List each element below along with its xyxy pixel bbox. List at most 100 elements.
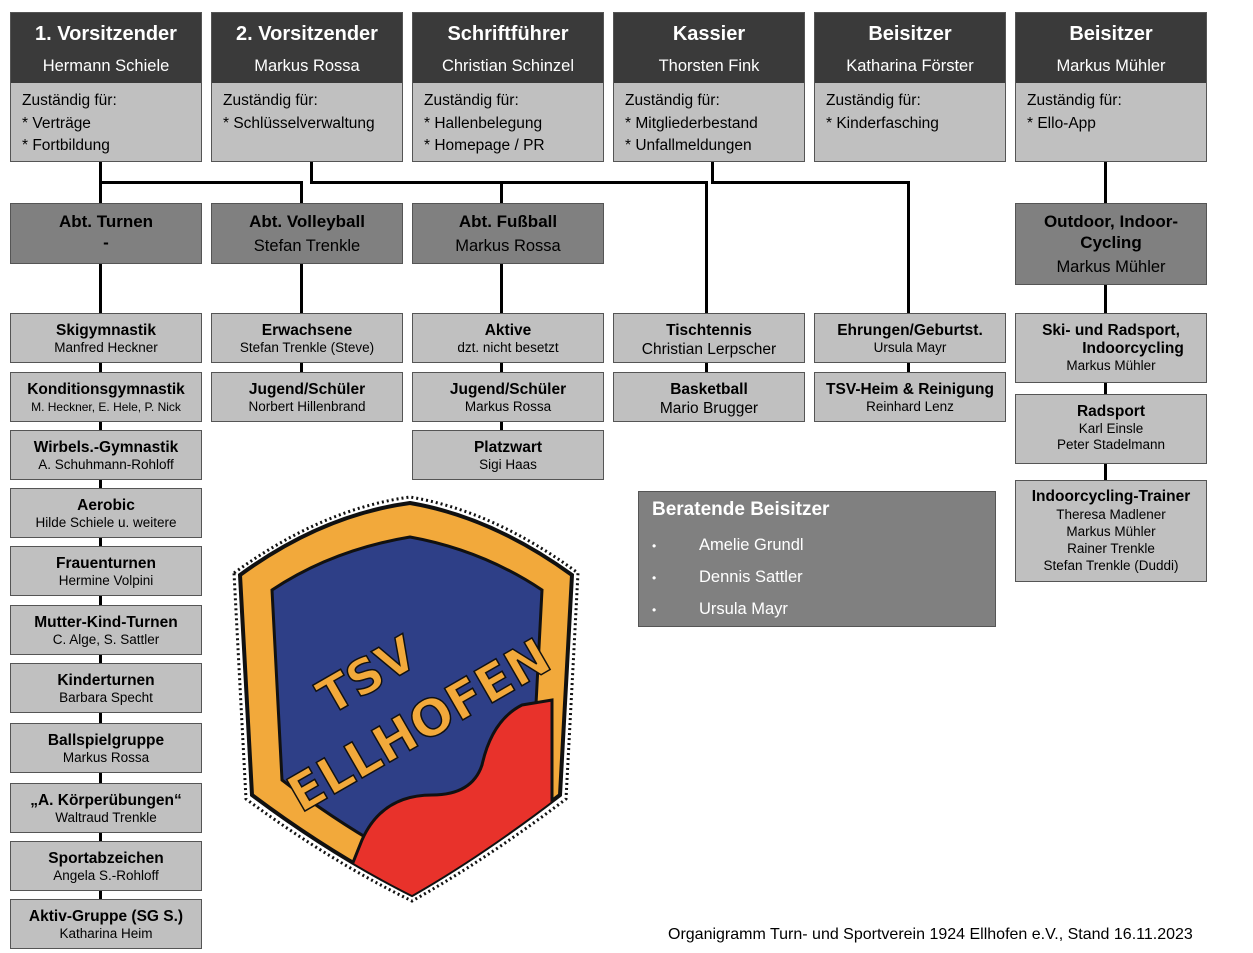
- connector-line: [500, 263, 503, 314]
- board-role: 2. Vorsitzender: [236, 23, 378, 45]
- department-person: Markus Rossa: [455, 237, 561, 255]
- responsibility-label: Zuständig für:: [826, 92, 921, 109]
- group-person: Markus Mühler: [1066, 358, 1156, 373]
- group-kinderturnen: Kinderturnen Barbara Specht: [10, 663, 202, 713]
- group-person: dzt. nicht besetzt: [457, 340, 559, 355]
- group-person: Hilde Schiele u. weitere: [35, 515, 177, 530]
- group-person: Karl Einsle: [1078, 421, 1144, 436]
- group-tischtennis: Tischtennis Christian Lerpscher: [613, 313, 805, 363]
- group-radsport: Radsport Karl Einsle Peter Stadelmann: [1015, 394, 1207, 464]
- advisory-title: Beratende Beisitzer: [652, 499, 830, 520]
- department-volleyball: Abt. Volleyball Stefan Trenkle: [211, 203, 403, 264]
- connector-line: [711, 181, 910, 184]
- responsibility-label: Zuständig für:: [223, 92, 318, 109]
- group-title: Ehrungen/Geburtst.: [837, 322, 983, 339]
- board-header: Kassier Thorsten Fink: [614, 13, 804, 83]
- group-title: Sportabzeichen: [48, 850, 164, 867]
- connector-line: [99, 263, 102, 314]
- bullet-icon: •: [652, 602, 657, 617]
- group-fussball-jugend: Jugend/Schüler Markus Rossa: [412, 372, 604, 422]
- group-person: Norbert Hillenbrand: [248, 399, 366, 414]
- group-koerperuebungen: „A. Körperübungen“ Waltraud Trenkle: [10, 783, 202, 833]
- responsibility-label: Zuständig für:: [625, 92, 720, 109]
- group-title: Frauenturnen: [56, 555, 156, 572]
- department-person: Markus Mühler: [1056, 258, 1166, 276]
- group-person: Christian Lerpscher: [641, 341, 777, 358]
- department-fussball: Abt. Fußball Markus Rossa: [412, 203, 604, 264]
- duty: * Verträge: [22, 114, 91, 132]
- department-person: Stefan Trenkle: [253, 237, 361, 255]
- group-frauenturnen: Frauenturnen Hermine Volpini: [10, 546, 202, 596]
- advisory-member-name: Dennis Sattler: [699, 568, 803, 586]
- board-member-1: 1. Vorsitzender Hermann Schiele Zuständi…: [10, 12, 202, 162]
- connector-line: [907, 360, 910, 374]
- connector-line: [99, 181, 302, 184]
- group-title: Wirbels.-Gymnastik: [33, 439, 179, 456]
- board-member-4: Kassier Thorsten Fink Zuständig für: * M…: [613, 12, 805, 162]
- board-person: Katharina Förster: [846, 57, 974, 75]
- group-aerobic: Aerobic Hilde Schiele u. weitere: [10, 488, 202, 538]
- group-person: Angela S.-Rohloff: [53, 868, 159, 883]
- duty: * Unfallmeldungen: [625, 137, 752, 154]
- board-header: Beisitzer Katharina Förster: [815, 13, 1005, 83]
- connector-line: [711, 161, 714, 184]
- group-wirbelsaeulengymnastik: Wirbels.-Gymnastik A. Schuhmann-Rohloff: [10, 430, 202, 480]
- group-volleyball-jugend: Jugend/Schüler Norbert Hillenbrand: [211, 372, 403, 422]
- connector-line: [300, 360, 303, 374]
- department-title: Abt. Fußball: [458, 212, 558, 231]
- crest-outline: [232, 495, 580, 903]
- board-person: Markus Mühler: [1056, 57, 1166, 75]
- board-role: Beisitzer: [868, 23, 952, 45]
- connector-line: [705, 360, 708, 374]
- group-person: Stefan Trenkle (Duddi): [1043, 558, 1179, 573]
- advisory-board: Beratende Beisitzer •Amelie Grundl •Denn…: [638, 491, 996, 627]
- connector-line: [1104, 284, 1107, 314]
- board-responsibilities: Zuständig für: * Hallenbelegung * Homepa…: [413, 83, 603, 161]
- group-title: Aktiv-Gruppe (SG S.): [28, 908, 184, 925]
- department-title: Abt. Turnen: [58, 212, 154, 231]
- board-header: Schriftführer Christian Schinzel: [413, 13, 603, 83]
- group-fussball-aktive: Aktive dzt. nicht besetzt: [412, 313, 604, 363]
- connector-line: [907, 181, 910, 314]
- footer-caption: Organigramm Turn- und Sportverein 1924 E…: [668, 926, 1193, 943]
- advisory-member-name: Amelie Grundl: [699, 536, 804, 554]
- board-role: Schriftführer: [447, 23, 569, 45]
- group-person: Manfred Heckner: [54, 340, 158, 355]
- group-title-line1: Ski- und Radsport,: [1042, 322, 1180, 339]
- board-person: Markus Rossa: [254, 57, 360, 75]
- connector-line: [500, 181, 503, 204]
- connector-line: [1104, 161, 1107, 204]
- connector-line: [300, 263, 303, 314]
- board-person: Hermann Schiele: [42, 57, 170, 75]
- group-konditionsgymnastik: Konditionsgymnastik M. Heckner, E. Hele,…: [10, 372, 202, 422]
- responsibility-label: Zuständig für:: [1027, 92, 1122, 109]
- group-person: Barbara Specht: [59, 690, 153, 705]
- board-member-5: Beisitzer Katharina Förster Zuständig fü…: [814, 12, 1006, 162]
- group-person: Markus Mühler: [1066, 524, 1156, 539]
- group-tsv-heim: TSV-Heim & Reinigung Reinhard Lenz: [814, 372, 1006, 422]
- group-person: Ursula Mayr: [873, 340, 947, 355]
- board-member-6: Beisitzer Markus Mühler Zuständig für: *…: [1015, 12, 1207, 162]
- group-title: Radsport: [1076, 403, 1146, 420]
- group-person: Peter Stadelmann: [1056, 437, 1166, 452]
- advisory-member: •Amelie Grundl: [652, 536, 804, 555]
- board-role: Kassier: [672, 23, 746, 45]
- group-person: Sigi Haas: [479, 457, 537, 472]
- group-title: Ballspielgruppe: [47, 732, 165, 749]
- group-person: Stefan Trenkle (Steve): [239, 340, 375, 355]
- group-person: Rainer Trenkle: [1067, 541, 1155, 556]
- tsv-ellhofen-crest-logo: TSV ELLHOFEN: [232, 495, 580, 903]
- group-title: Aktive: [484, 322, 532, 339]
- advisory-member: • Dennis Sattler: [652, 568, 803, 587]
- responsibility-label: Zuständig für:: [424, 92, 519, 109]
- group-ski-radsport: Ski- und Radsport, Indoorcycling Markus …: [1015, 313, 1207, 383]
- group-person: Hermine Volpini: [58, 573, 154, 588]
- group-title: „A. Körperübungen“: [30, 792, 182, 809]
- group-ehrungen: Ehrungen/Geburtst. Ursula Mayr: [814, 313, 1006, 363]
- bullet-icon: •: [652, 570, 657, 585]
- department-title-line1: Outdoor, Indoor-: [1043, 212, 1179, 231]
- board-responsibilities: Zuständig für: * Verträge * Fortbildung: [11, 83, 201, 161]
- group-person: M. Heckner, E. Hele, P. Nick: [31, 400, 181, 414]
- group-ballspielgruppe: Ballspielgruppe Markus Rossa: [10, 723, 202, 773]
- group-person: Reinhard Lenz: [866, 399, 954, 414]
